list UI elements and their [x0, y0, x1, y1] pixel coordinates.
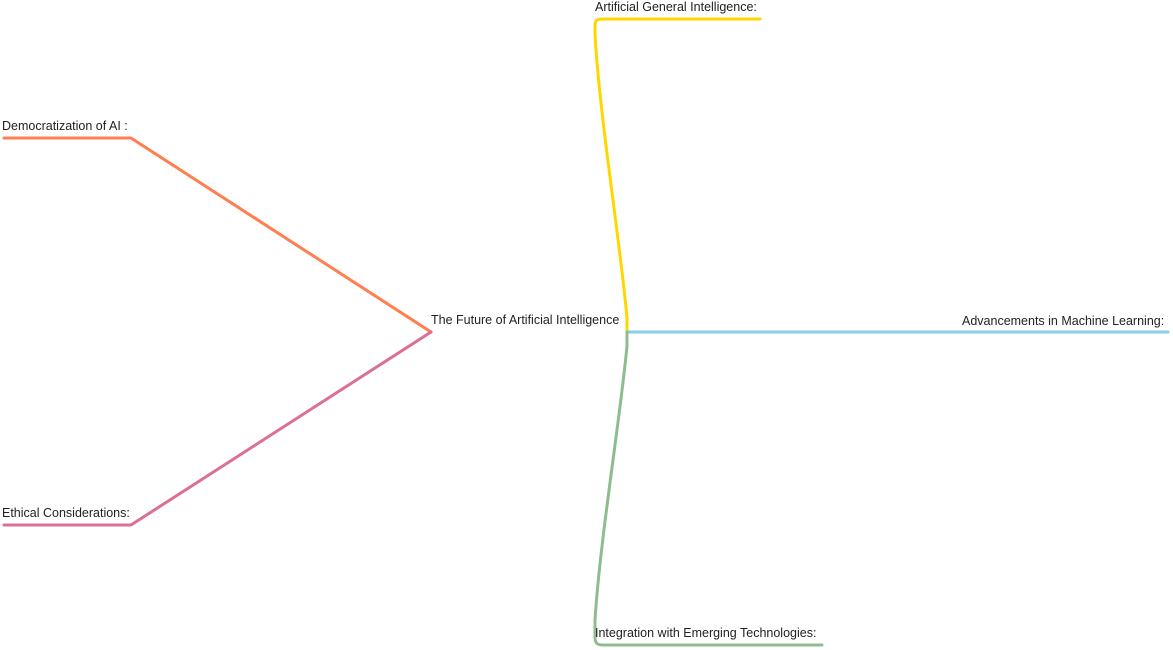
topic-ethical-considerations[interactable]: Ethical Considerations:: [2, 506, 130, 520]
topic-artificial-general-intelligence[interactable]: Artificial General Intelligence:: [595, 0, 757, 14]
branch-line-ethics: [2, 330, 433, 527]
topic-advancements-in-machine-learning[interactable]: Advancements in Machine Learning:: [962, 314, 1165, 328]
branch-line-democratization: [2, 136, 433, 334]
topic-democratization-of-ai[interactable]: Democratization of AI :: [2, 119, 128, 133]
branch-line-emerging: [593, 330, 824, 647]
central-topic[interactable]: The Future of Artificial Intelligence: [431, 313, 620, 327]
branch-line-agi: [593, 17, 762, 334]
topic-integration-with-emerging-technologies[interactable]: Integration with Emerging Technologies:: [595, 626, 817, 640]
